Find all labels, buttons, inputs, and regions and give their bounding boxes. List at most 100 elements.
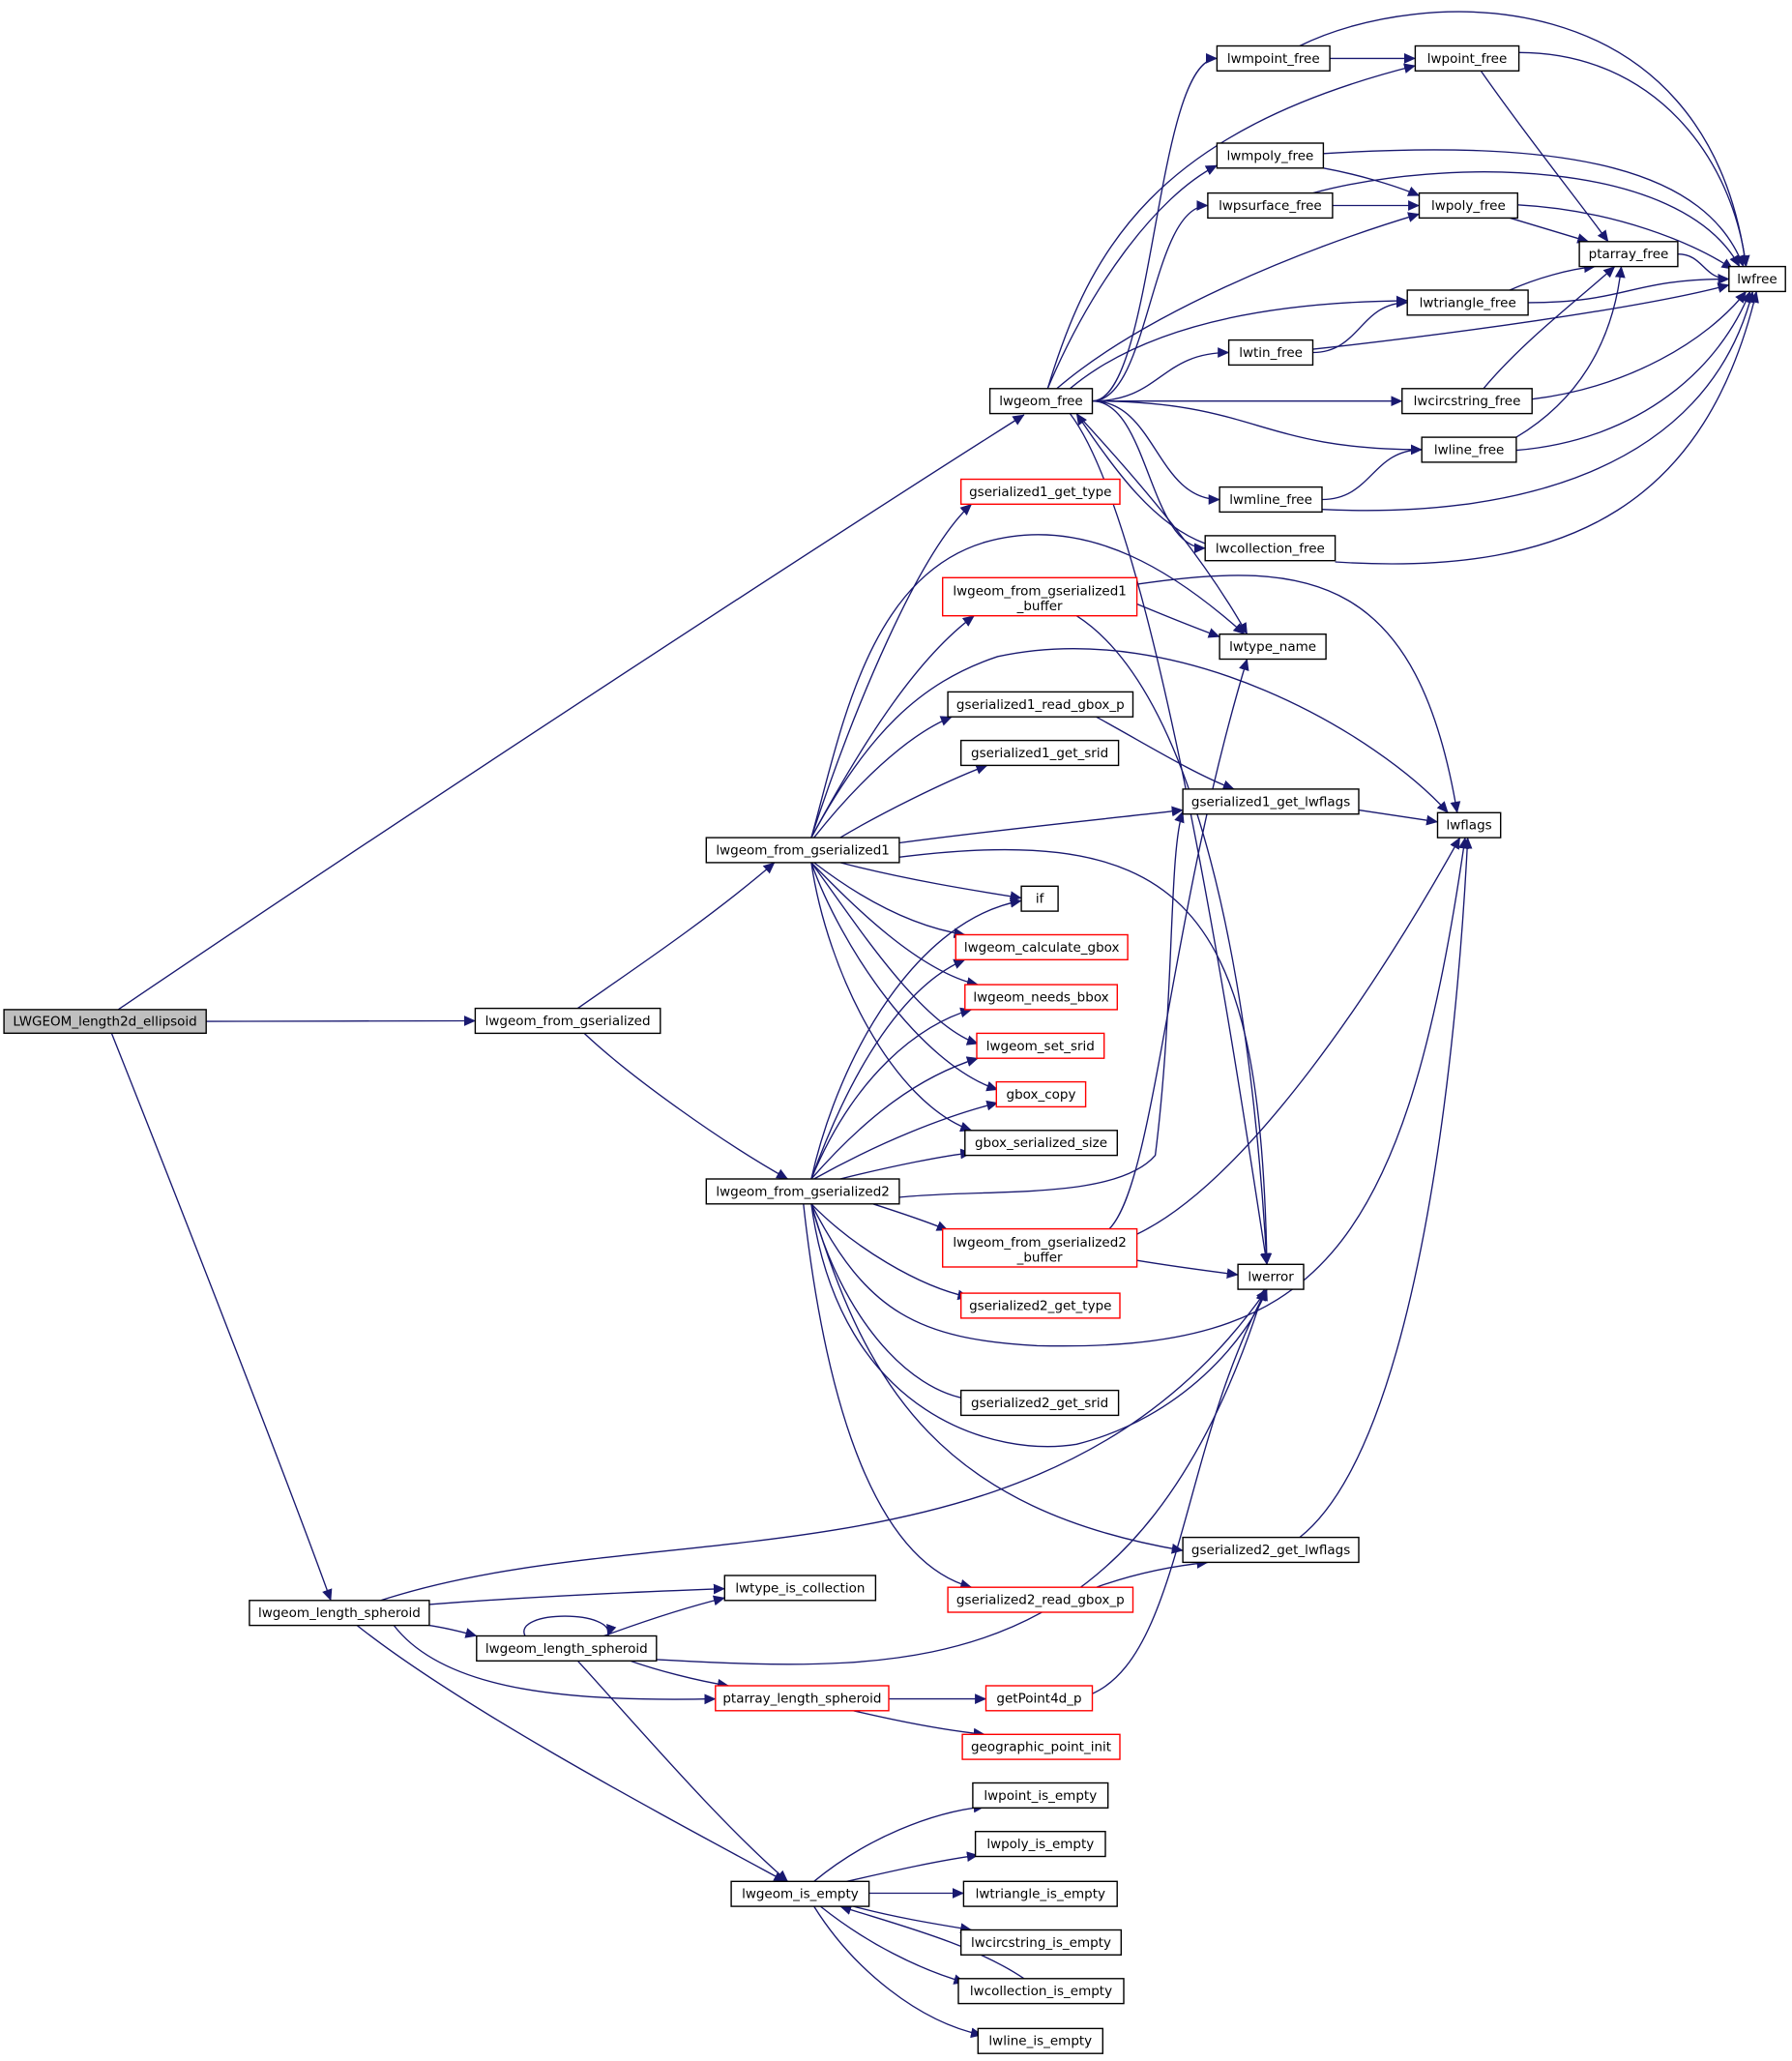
node-lwcollection-free[interactable]: lwcollection_free: [1204, 535, 1337, 562]
edge-ptarray_free-to-lwfree: [1677, 253, 1730, 284]
node-lwline-free[interactable]: lwline_free: [1421, 436, 1517, 463]
node-lwtype-is-collection[interactable]: lwtype_is_collection: [723, 1575, 877, 1602]
node-lwfree[interactable]: lwfree: [1728, 265, 1786, 293]
edge-lwgeom_from_gserialized2-to-lwerror: [810, 1203, 1268, 1448]
node-lwline-is-empty[interactable]: lwline_is_empty: [977, 2027, 1103, 2054]
node-lwgeom-set-srid[interactable]: lwgeom_set_srid: [976, 1032, 1105, 1059]
node-lwgeom-from-gserialized2[interactable]: lwgeom_from_gserialized2: [705, 1178, 900, 1205]
node-box: [730, 1880, 870, 1907]
node-gserialized2-read-gbox-p[interactable]: gserialized2_read_gbox_p: [947, 1586, 1134, 1613]
edge-lwgeom_from_gserialized2-to-lwgeom_needs_bbox: [810, 1007, 973, 1180]
edge-lwpoint_free-to-lwfree: [1518, 51, 1750, 268]
node-label: lwtype_is_collection: [735, 1580, 865, 1596]
node-box: [960, 1389, 1120, 1417]
node-lwgeom-from-gserialized1[interactable]: lwgeom_from_gserialized1: [705, 837, 900, 864]
node-lwmpoint-free[interactable]: lwmpoint_free: [1216, 44, 1331, 72]
edge-lwgeom_from_gserialized1-to-lwgeom_set_srid: [810, 862, 979, 1045]
node-label: gserialized1_read_gbox_p: [956, 697, 1125, 713]
node-box: [942, 1227, 1138, 1268]
node-box: [984, 1685, 1094, 1712]
node-lwflags[interactable]: lwflags: [1436, 811, 1502, 839]
edge-lwgeom_free-to-lwmline_free: [1092, 400, 1220, 505]
node-lwcircstring-free[interactable]: lwcircstring_free: [1401, 388, 1533, 415]
node-lwgeom-needs-bbox[interactable]: lwgeom_needs_bbox: [964, 984, 1118, 1011]
edge-lwgeom_free-to-lwmpoly_free: [1046, 164, 1218, 390]
edge-lwgeom_from_gserialized1-to-lwgeom_needs_bbox: [810, 862, 979, 987]
edge-gserialized1_get_lwflags-to-lwflags: [1358, 809, 1439, 826]
node-lwgeom-length-spheroid-inner[interactable]: lwgeom_length_spheroid: [476, 1634, 658, 1662]
node-label: lwgeom_from_gserialized: [485, 1014, 651, 1029]
node-lwcircstring-is-empty[interactable]: lwcircstring_is_empty: [960, 1929, 1123, 1956]
node-box: [715, 1685, 890, 1712]
node-box: [1406, 289, 1529, 316]
edge-lwgeom_from_gserialized2-to-gserialized1_get_lwflags: [898, 810, 1185, 1198]
node-lwcollection-is-empty[interactable]: lwcollection_is_empty: [957, 1978, 1125, 2005]
node-gserialized1-get-lwflags[interactable]: gserialized1_get_lwflags: [1182, 788, 1360, 815]
node-lwgeom-from-gserialized1-buffer[interactable]: lwgeom_from_gserialized1_buffer: [942, 576, 1138, 617]
node-ptarray-length-spheroid[interactable]: ptarray_length_spheroid: [715, 1685, 890, 1712]
node-label: lwtin_free: [1239, 345, 1303, 361]
node-lwpoint-free[interactable]: lwpoint_free: [1414, 44, 1520, 72]
node-lwtin-free[interactable]: lwtin_free: [1227, 339, 1314, 367]
node-lwerror[interactable]: lwerror: [1237, 1263, 1305, 1290]
edge-lwpoint_free-to-ptarray_free: [1480, 70, 1609, 243]
node-geographic-point-init[interactable]: geographic_point_init: [961, 1733, 1121, 1760]
node-box: [1237, 1263, 1305, 1290]
edge-lwgeom_from_gserialized1_buffer-to-lwerror: [1075, 615, 1272, 1265]
node-lwgeom-from-gserialized[interactable]: lwgeom_from_gserialized: [474, 1007, 661, 1035]
node-lwmline-free[interactable]: lwmline_free: [1219, 486, 1323, 514]
node-box: [1182, 788, 1360, 815]
edge-lwtin_free-to-lwfree: [1312, 282, 1730, 350]
edge-lwtriangle_free-to-ptarray_free: [1509, 262, 1596, 291]
node-box: [1216, 142, 1325, 169]
edge-lwgeom_from_gserialized2-to-if: [810, 898, 1022, 1180]
node-gserialized2-get-type[interactable]: gserialized2_get_type: [960, 1292, 1121, 1319]
node-box: [1414, 44, 1520, 72]
node-box: [960, 1929, 1123, 1956]
node-gserialized2-get-lwflags[interactable]: gserialized2_get_lwflags: [1182, 1536, 1360, 1564]
node-gserialized2-get-srid[interactable]: gserialized2_get_srid: [960, 1389, 1120, 1417]
node-label-line2: _buffer: [1016, 599, 1063, 614]
node-label: lwfree: [1737, 272, 1777, 287]
node-label: ptarray_free: [1589, 247, 1669, 262]
edge-lwpoly_free-to-ptarray_free: [1509, 217, 1590, 244]
node-lwgeom-calculate-gbox[interactable]: lwgeom_calculate_gbox: [955, 933, 1129, 960]
edge-lwcircstring_free-to-lwfree: [1532, 290, 1748, 400]
node-gserialized1-read-gbox-p[interactable]: gserialized1_read_gbox_p: [947, 691, 1134, 718]
edge-lwmline_free-to-lwfree: [1321, 290, 1755, 512]
node-lwgeom-free[interactable]: lwgeom_free: [988, 388, 1094, 415]
node-gserialized1-get-type[interactable]: gserialized1_get_type: [960, 478, 1121, 505]
node-label: lwcircstring_free: [1414, 394, 1521, 409]
node-gbox-copy[interactable]: gbox_copy: [995, 1080, 1087, 1108]
node-label: lwpoint_is_empty: [984, 1788, 1097, 1804]
node-if[interactable]: if: [1020, 885, 1059, 912]
node-ptarray-free[interactable]: ptarray_free: [1578, 241, 1679, 268]
node-box: [947, 1586, 1134, 1613]
node-lwpsurface-free[interactable]: lwpsurface_free: [1207, 191, 1334, 220]
node-lwpoly-free[interactable]: lwpoly_free: [1418, 191, 1519, 220]
node-lwpoly-is-empty[interactable]: lwpoly_is_empty: [974, 1830, 1106, 1858]
node-lwtriangle-is-empty[interactable]: lwtriangle_is_empty: [962, 1880, 1118, 1907]
node-getPoint4d-p[interactable]: getPoint4d_p: [984, 1685, 1094, 1712]
node-gbox-serialized-size[interactable]: gbox_serialized_size: [964, 1130, 1118, 1157]
edge-gserialized2_get_lwflags-to-lwflags: [1299, 837, 1473, 1539]
node-label: lwgeom_free: [999, 394, 1082, 409]
node-label: gbox_serialized_size: [975, 1135, 1107, 1151]
node-root[interactable]: LWGEOM_length2d_ellipsoid: [3, 1009, 207, 1035]
node-label: gserialized2_get_lwflags: [1191, 1543, 1350, 1558]
node-box: [960, 739, 1120, 767]
node-lwpoint-is-empty[interactable]: lwpoint_is_empty: [972, 1781, 1109, 1809]
node-box: [1418, 191, 1519, 220]
node-lwmpoly-free[interactable]: lwmpoly_free: [1216, 142, 1325, 169]
node-label: lwgeom_length_spheroid: [485, 1641, 648, 1657]
edge-lwgeom_free-to-lwcollection_free: [1092, 400, 1206, 554]
node-gserialized1-get-srid[interactable]: gserialized1_get_srid: [960, 739, 1120, 767]
node-lwgeom-is-empty[interactable]: lwgeom_is_empty: [730, 1880, 870, 1907]
node-lwgeom-length-spheroid-outer[interactable]: lwgeom_length_spheroid: [249, 1600, 430, 1627]
node-lwgeom-from-gserialized2-buffer[interactable]: lwgeom_from_gserialized2_buffer: [942, 1227, 1138, 1268]
edge-lwgeom_length_spheroid_inner-to-ptarray_length_spheroid: [630, 1660, 729, 1690]
edge-lwline_free-to-ptarray_free: [1515, 266, 1626, 438]
node-lwtype-name[interactable]: lwtype_name: [1219, 633, 1327, 661]
edge-lwgeom_free-to-lwline_free: [1092, 400, 1423, 456]
node-lwtriangle-free[interactable]: lwtriangle_free: [1406, 289, 1529, 316]
